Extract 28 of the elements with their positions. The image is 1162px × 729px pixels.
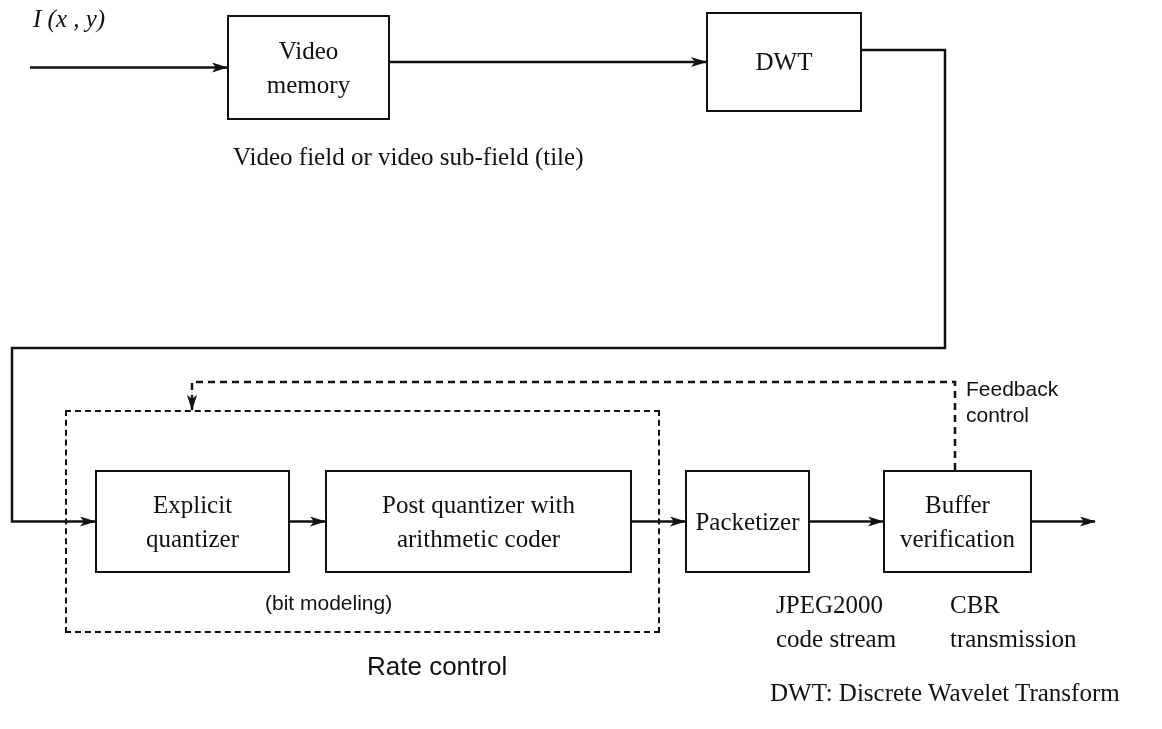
node-label: Video field or video sub-field (tile) [233,142,584,173]
arrow [632,516,686,527]
arrow [810,516,884,527]
box-label: Buffer verification [898,489,1017,554]
box-label: Packetizer [694,506,801,537]
process-box [706,12,862,112]
node-label: JPEG2000 code stream [776,590,898,654]
edge-label: I (x , y) [33,4,106,34]
box-label: Post quantizer with arithmetic coder [381,489,576,554]
arrow [290,516,326,527]
footnote: DWT: Discrete Wavelet Transform [770,678,1120,708]
edge-label: Feedback control [966,376,1060,429]
process-box [227,15,390,120]
dashed-arrow [187,380,957,470]
arrow [10,48,947,527]
process-box [325,470,632,573]
box-label: DWT [754,47,814,78]
node-label: CBR transmission [950,590,1078,654]
process-box [883,470,1032,573]
group-note: (bit modeling) [265,590,393,616]
group-title: Rate control [367,650,508,683]
process-box [685,470,810,573]
arrow [30,62,228,73]
process-box [95,470,290,573]
box-label: Video memory [265,35,352,100]
box-label: Explicit quantizer [145,489,240,554]
arrow [1032,516,1096,527]
arrow [390,57,707,67]
